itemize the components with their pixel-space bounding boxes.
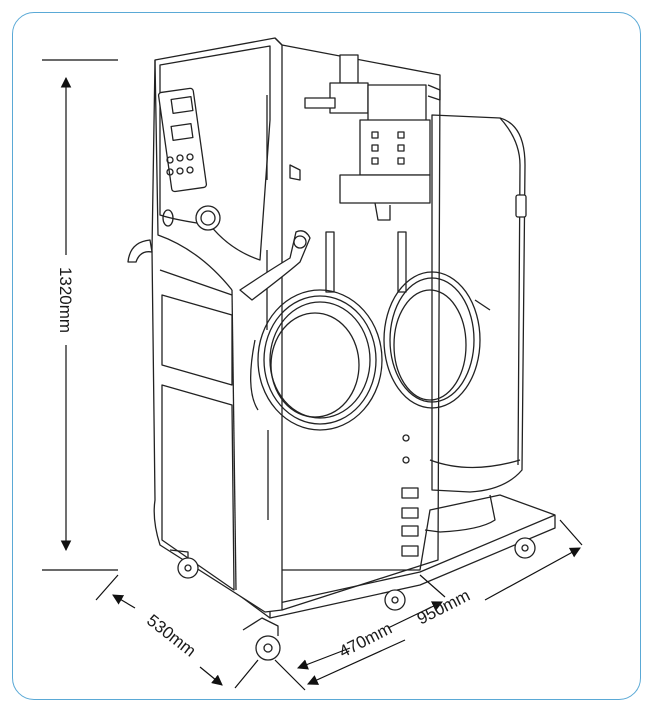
filter-regulator [289,54,441,221]
machine-body [151,37,441,613]
quick-couplers [401,434,419,557]
height-label: 1320mm [56,267,75,333]
depth-inner-label: 470mm [336,619,395,662]
control-panel [157,87,208,193]
coiled-hoses [250,271,491,431]
hose-brackets [325,231,407,293]
door-upper [161,294,233,386]
rounded-frame [12,12,641,700]
door-lower [161,384,235,591]
casters [169,537,536,661]
width-label: 530mm [143,611,199,661]
pressure-gauge [195,205,221,231]
depth-total-label: 950mm [414,586,473,629]
handles [127,230,311,301]
tank [429,114,527,493]
